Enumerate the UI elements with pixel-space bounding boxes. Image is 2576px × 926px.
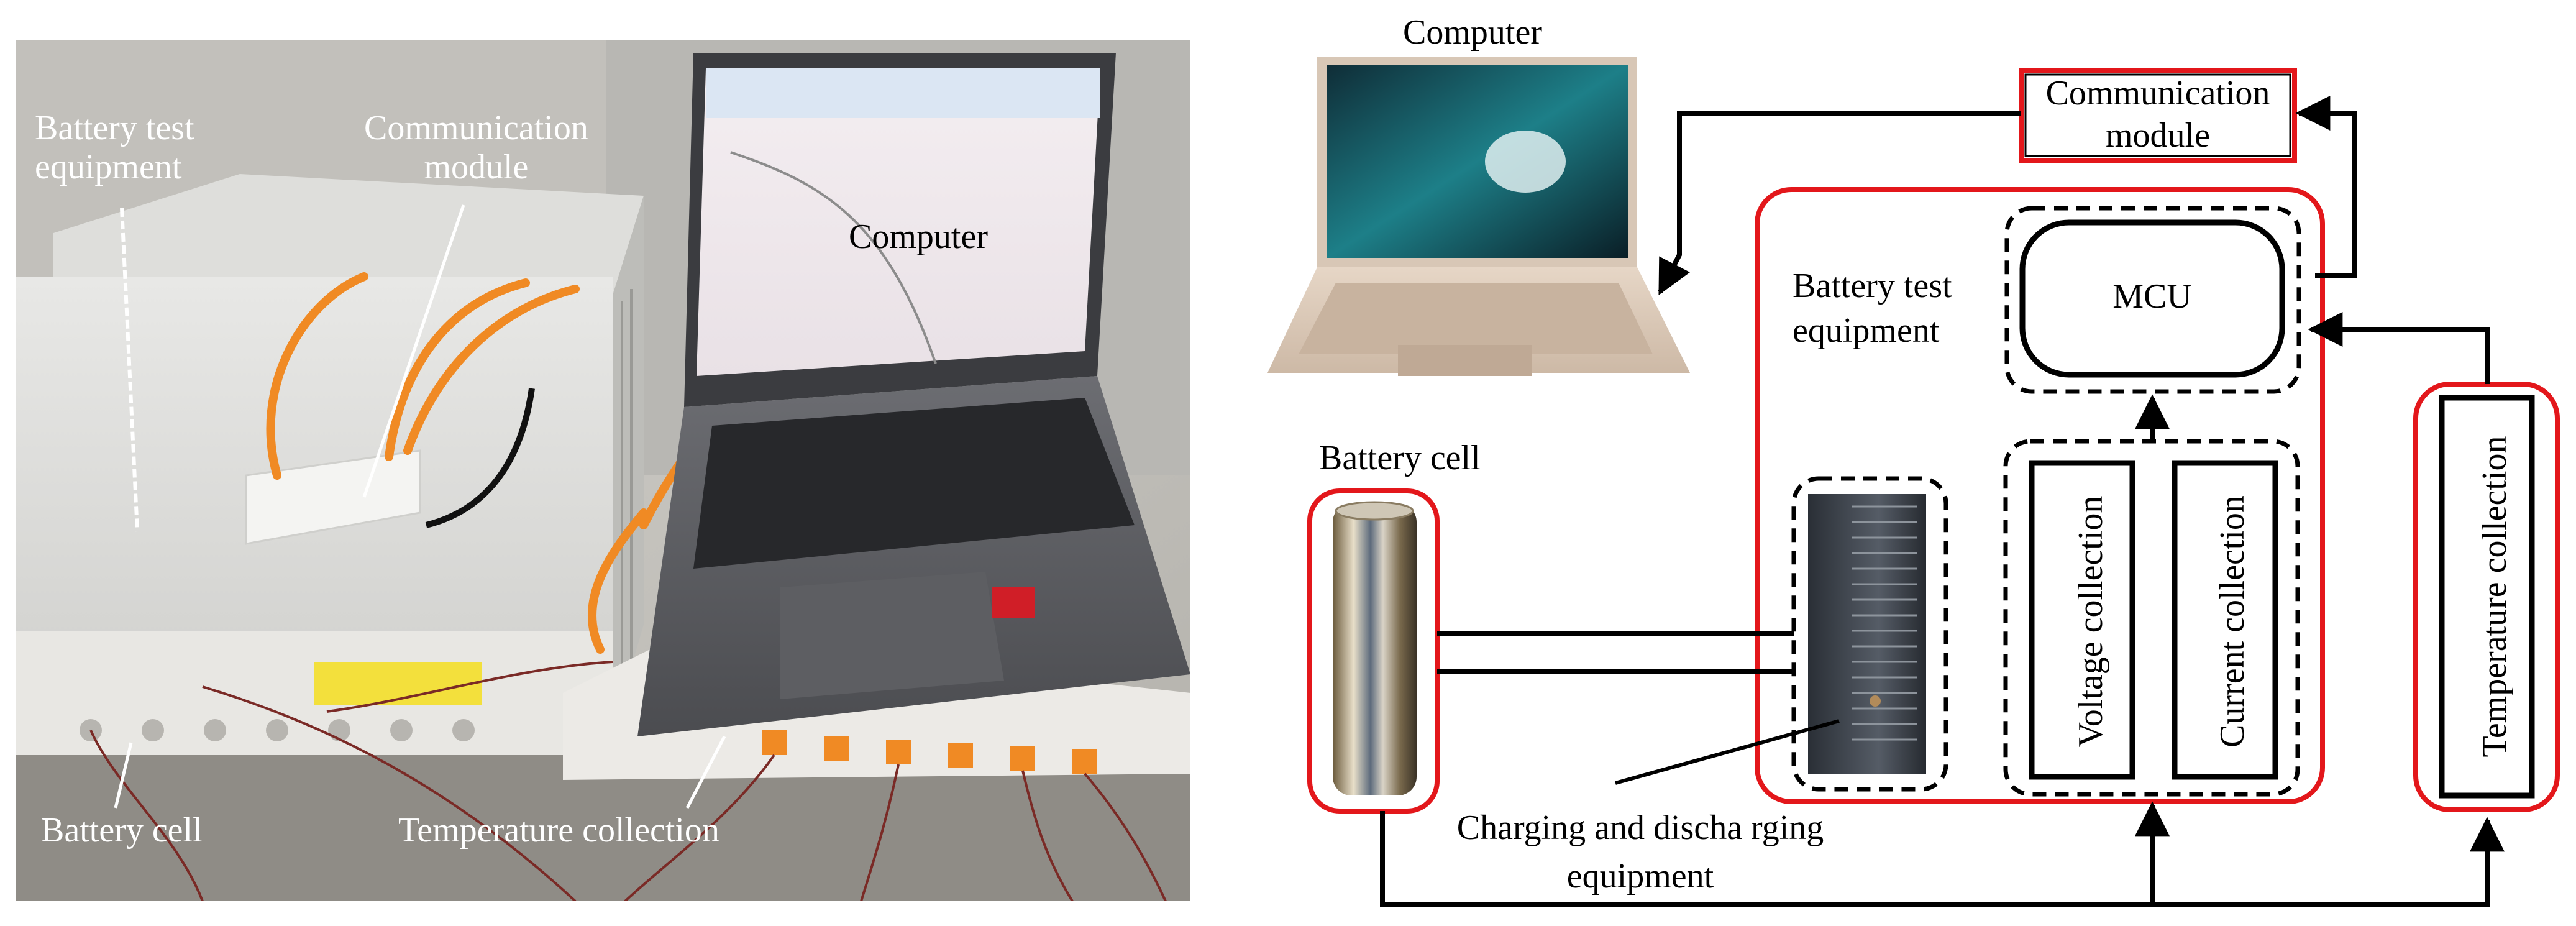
diagram-label-voltage-collection: Voltage collection xyxy=(2071,496,2110,748)
diagram-label-mcu: MCU xyxy=(2112,277,2192,316)
pointer-temp-collection xyxy=(685,735,726,809)
pointer-battery-cell xyxy=(114,742,133,809)
battery-cell-boundary xyxy=(1307,488,1440,814)
temperature-collection-box xyxy=(2439,395,2535,799)
pointer-comm-module xyxy=(362,204,465,498)
link-temp-to-mcu xyxy=(2308,312,2490,384)
charging-equipment-dashed-group xyxy=(1791,476,1948,792)
voltage-collection-box xyxy=(2029,460,2135,780)
pointer-charging-equipment xyxy=(1615,719,1840,785)
photo-label-comm-line1: Communication xyxy=(364,109,588,147)
photo-label-battery-test-line2: equipment xyxy=(35,147,182,186)
current-collection-box xyxy=(2172,460,2278,780)
battery-cell-icon xyxy=(1333,501,1417,795)
photo-label-battery-cell: Battery cell xyxy=(41,811,203,850)
diagram-label-computer: Computer xyxy=(1403,13,1542,52)
diagram-label-temperature-collection: Temperature collection xyxy=(2475,436,2514,758)
pointer-battery-test xyxy=(120,208,139,532)
photo-pointer-lines xyxy=(114,204,726,809)
diagram-label-bte-line2: equipment xyxy=(1793,311,1940,350)
lab-photo: Battery test equipment Communication mod… xyxy=(16,40,1190,901)
photo-label-battery-test-equipment: Battery test equipment xyxy=(35,109,194,186)
photo-label-computer: Computer xyxy=(849,218,988,256)
diagram-label-bte-line1: Battery test xyxy=(1793,267,1952,305)
photo-label-communication-module: Communication module xyxy=(364,109,588,186)
diagram-label-battery-cell: Battery cell xyxy=(1319,439,1481,477)
battery-test-equipment-boundary xyxy=(1755,187,2325,804)
link-mcu-to-comm xyxy=(2295,96,2357,278)
diagram-label-charging-line1: Charging and discha rging xyxy=(1457,809,1824,847)
photo-label-battery-test-line1: Battery test xyxy=(35,109,194,147)
diagram-label-current-collection: Current collection xyxy=(2213,495,2252,748)
mcu-box xyxy=(2019,219,2285,378)
laptop-icon xyxy=(1267,57,1690,376)
charging-cabinet-icon xyxy=(1808,494,1926,774)
mcu-dashed-group xyxy=(2004,206,2301,394)
measurement-dashed-group xyxy=(2003,439,2300,797)
diagram-label-comm-line2: module xyxy=(2106,116,2210,155)
link-comm-to-computer xyxy=(1658,111,2021,295)
communication-module-inner xyxy=(2024,73,2291,157)
photo-label-comm-line2: module xyxy=(424,147,529,186)
connection-lines xyxy=(1380,96,2505,907)
diagram-label-charging-line2: equipment xyxy=(1567,857,1714,896)
link-battery-to-temp xyxy=(1380,811,2505,907)
lab-photo-illustration xyxy=(16,40,1190,901)
photo-label-temperature-collection: Temperature collection xyxy=(398,811,719,850)
diagram-label-comm-line1: Communication xyxy=(2046,74,2270,112)
